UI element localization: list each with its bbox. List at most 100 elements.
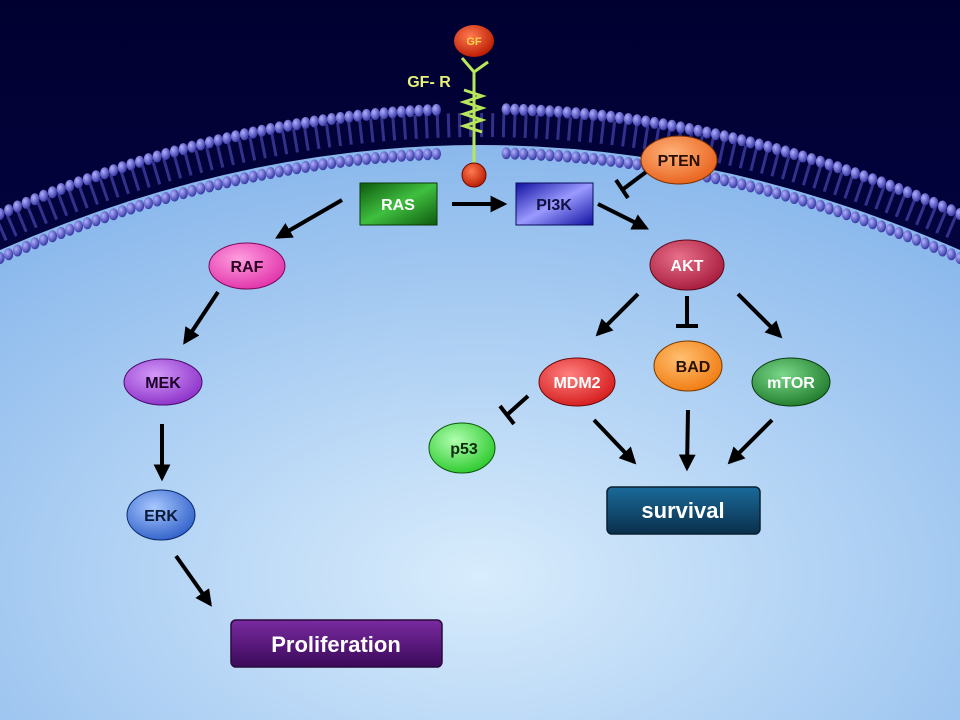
arrow-akt-mdm2 — [595, 292, 640, 337]
lipid-head — [841, 208, 852, 221]
lipid-head — [859, 170, 869, 183]
lipid-head — [702, 126, 712, 139]
lipid-head — [283, 163, 293, 176]
lipid-head — [903, 186, 913, 199]
lipid-head — [204, 180, 215, 193]
lipid-head — [108, 164, 119, 177]
raf-label: RAF — [231, 259, 264, 276]
arrow-pi3k-akt — [597, 202, 650, 230]
lipid-head — [117, 205, 127, 218]
arrow-akt-mtor — [736, 292, 783, 339]
lipid-head — [850, 211, 860, 224]
lipid-head — [344, 154, 354, 167]
lipid-head — [318, 114, 328, 127]
lipid-head — [222, 132, 232, 145]
lipid-head — [21, 240, 31, 253]
lipid-head — [239, 172, 249, 185]
lipid-head — [405, 105, 415, 118]
lipid-head — [117, 161, 127, 174]
node-bad: BAD — [653, 340, 723, 392]
lipid-head — [257, 168, 267, 181]
lipid-head — [213, 134, 223, 147]
lipid-head — [178, 187, 188, 200]
lipid-head — [545, 149, 555, 162]
lipid-head — [527, 148, 538, 161]
lipid-head — [553, 105, 564, 118]
lipid-head — [379, 107, 389, 120]
lipid-head — [527, 104, 538, 117]
lipid-head — [536, 104, 546, 117]
arrow-mdm2-survival — [592, 418, 637, 465]
lipid-head — [283, 119, 293, 132]
node-akt: AKT — [649, 239, 725, 291]
lipid-head — [728, 132, 738, 145]
lipid-head — [21, 196, 31, 209]
lipid-head — [615, 111, 625, 124]
lipid-head — [231, 130, 241, 143]
lipid-head — [100, 211, 110, 224]
arrow-erk-proliferation — [174, 554, 212, 607]
lipid-head — [641, 115, 651, 128]
lipid-head — [12, 200, 23, 213]
arrow-ras-raf — [275, 198, 344, 239]
lipid-head — [606, 110, 616, 123]
lipid-head — [135, 199, 145, 212]
mek-label: MEK — [145, 375, 181, 392]
lipid-head — [30, 193, 40, 206]
lipid-head — [65, 223, 75, 236]
lipid-head — [300, 116, 311, 129]
lipid-head — [841, 164, 852, 177]
lipid-head — [143, 197, 153, 210]
lipid-head — [719, 174, 730, 187]
lipid-head — [309, 159, 319, 172]
lipid-head — [510, 103, 520, 116]
lipid-head — [929, 196, 939, 209]
lipid-head — [335, 111, 345, 124]
lipid-head — [47, 186, 58, 199]
lipid-head — [754, 182, 764, 195]
lipid-head — [108, 208, 119, 221]
lipid-head — [4, 204, 14, 217]
lipid-head — [379, 151, 389, 164]
lipid-head — [711, 172, 721, 185]
lipid-head — [501, 147, 511, 160]
lipid-head — [780, 189, 791, 202]
lipid-head — [12, 244, 23, 257]
lipid-head — [152, 150, 162, 163]
lipid-head — [39, 233, 49, 246]
lipid-head — [73, 176, 84, 189]
akt-label: AKT — [671, 258, 704, 275]
lipid-head — [632, 158, 642, 171]
lipid-head — [859, 214, 869, 227]
arrow-raf-mek — [183, 290, 220, 345]
gf-label: GF — [466, 36, 482, 48]
growth-factor-ligand: GF — [454, 25, 494, 57]
lipid-head — [772, 143, 782, 156]
lipid-head — [815, 199, 826, 212]
lipid-head — [649, 116, 660, 129]
lipid-head — [239, 128, 249, 141]
pten-label: PTEN — [658, 153, 701, 170]
lipid-head — [292, 162, 302, 175]
lipid-head — [798, 150, 808, 163]
node-raf: RAF — [208, 242, 286, 290]
lipid-head — [597, 153, 607, 166]
lipid-head — [745, 180, 756, 193]
lipid-head — [588, 152, 599, 165]
lipid-head — [248, 170, 258, 183]
proliferation-label: Proliferation — [271, 632, 401, 657]
lipid-head — [91, 214, 101, 227]
node-ras: RAS — [359, 182, 438, 226]
survival-label: survival — [641, 498, 724, 523]
growth-factor-receptor — [459, 57, 489, 188]
lipid-head — [231, 174, 241, 187]
lipid-head — [894, 183, 904, 195]
lipid-head — [257, 124, 267, 137]
lipid-head — [213, 178, 223, 191]
lipid-head — [519, 147, 529, 160]
lipid-head — [143, 153, 153, 166]
lipid-head — [946, 204, 956, 217]
lipid-head — [937, 200, 948, 213]
lipid-head — [807, 153, 817, 166]
